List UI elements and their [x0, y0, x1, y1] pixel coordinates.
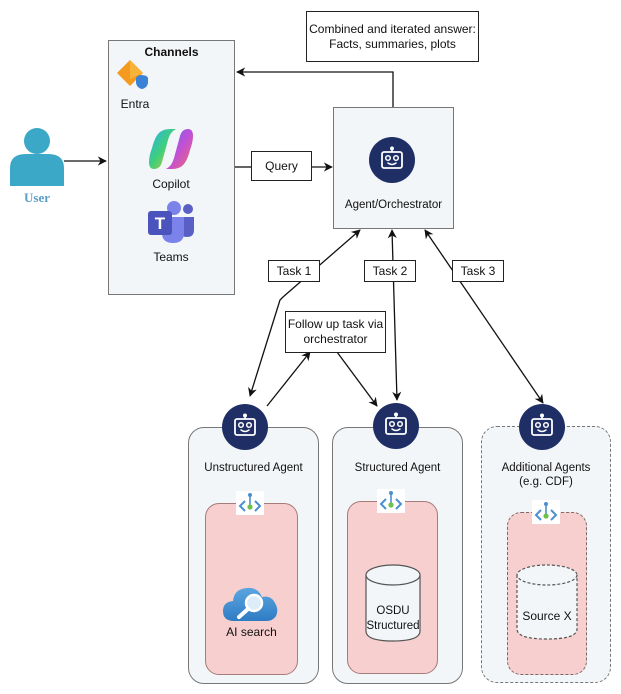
orchestrator-robot-icon [369, 137, 415, 183]
unstructured-agent-label: Unstructured Agent [204, 462, 303, 474]
query-label: Query [265, 158, 298, 173]
unstructured-agent-robot-icon [222, 404, 268, 450]
follow-up-line2: orchestrator [303, 332, 368, 346]
ai-search-cloud-icon [223, 587, 278, 621]
answer-return-arrow [236, 67, 394, 107]
user-label: User [24, 190, 50, 205]
robot-icon [381, 146, 403, 169]
query-note: Query [251, 151, 312, 181]
teams-icon: T [148, 201, 194, 243]
additional-azure-api-icon [532, 500, 560, 524]
follow-up-from-unstructured-arrow [266, 351, 311, 407]
follow-up-to-structured-arrow [336, 351, 378, 407]
unstructured-source-container [205, 503, 298, 675]
channel-teams-label: Teams [153, 250, 189, 264]
answer-note-line1: Combined and iterated answer: [309, 21, 476, 36]
task2-arrow [387, 229, 402, 401]
structured-agent-label: Structured Agent [354, 462, 441, 474]
orchestrator-label: Agent/Orchestrator [344, 199, 443, 211]
combined-answer-note: Combined and iterated answer: Facts, sum… [306, 11, 479, 62]
structured-azure-api-icon [377, 489, 405, 513]
robot-icon [234, 413, 256, 436]
copilot-icon [149, 129, 193, 169]
osdu-database-icon [365, 564, 421, 642]
task2-note: Task 2 [364, 260, 416, 282]
additional-agents-label-line1: Additional Agents [501, 462, 591, 474]
channel-entra-label: Entra [120, 97, 150, 111]
follow-up-line1: Follow up task via [287, 317, 384, 331]
robot-icon [385, 412, 407, 435]
source-x-database-icon [516, 564, 578, 640]
source-x-label: Source X [522, 609, 572, 623]
additional-agents-robot-icon [519, 404, 565, 450]
osdu-label-line2: Structured [366, 620, 420, 632]
entra-icon [117, 60, 148, 89]
unstructured-azure-api-icon [236, 491, 264, 515]
answer-note-line2: Facts, summaries, plots [329, 36, 456, 51]
svg-text:T: T [155, 214, 166, 233]
channel-copilot-label: Copilot [152, 177, 190, 191]
task3-note: Task 3 [452, 260, 504, 282]
follow-up-note: Follow up task via orchestrator [285, 311, 386, 353]
task1-note: Task 1 [268, 260, 320, 282]
task1-arrow [248, 229, 361, 397]
task2-label: Task 2 [372, 263, 408, 278]
robot-icon [531, 413, 553, 436]
channels-title: Channels [144, 45, 199, 59]
ai-search-label: AI search [226, 625, 277, 639]
osdu-label-line1: OSDU [376, 605, 410, 617]
user-actor: User [8, 126, 66, 208]
user-icon [10, 128, 64, 186]
task3-label: Task 3 [460, 263, 496, 278]
additional-agents-label-line2: (e.g. CDF) [519, 476, 573, 488]
task1-label: Task 1 [276, 263, 312, 278]
task3-arrow [424, 229, 544, 404]
structured-agent-robot-icon [373, 403, 419, 449]
